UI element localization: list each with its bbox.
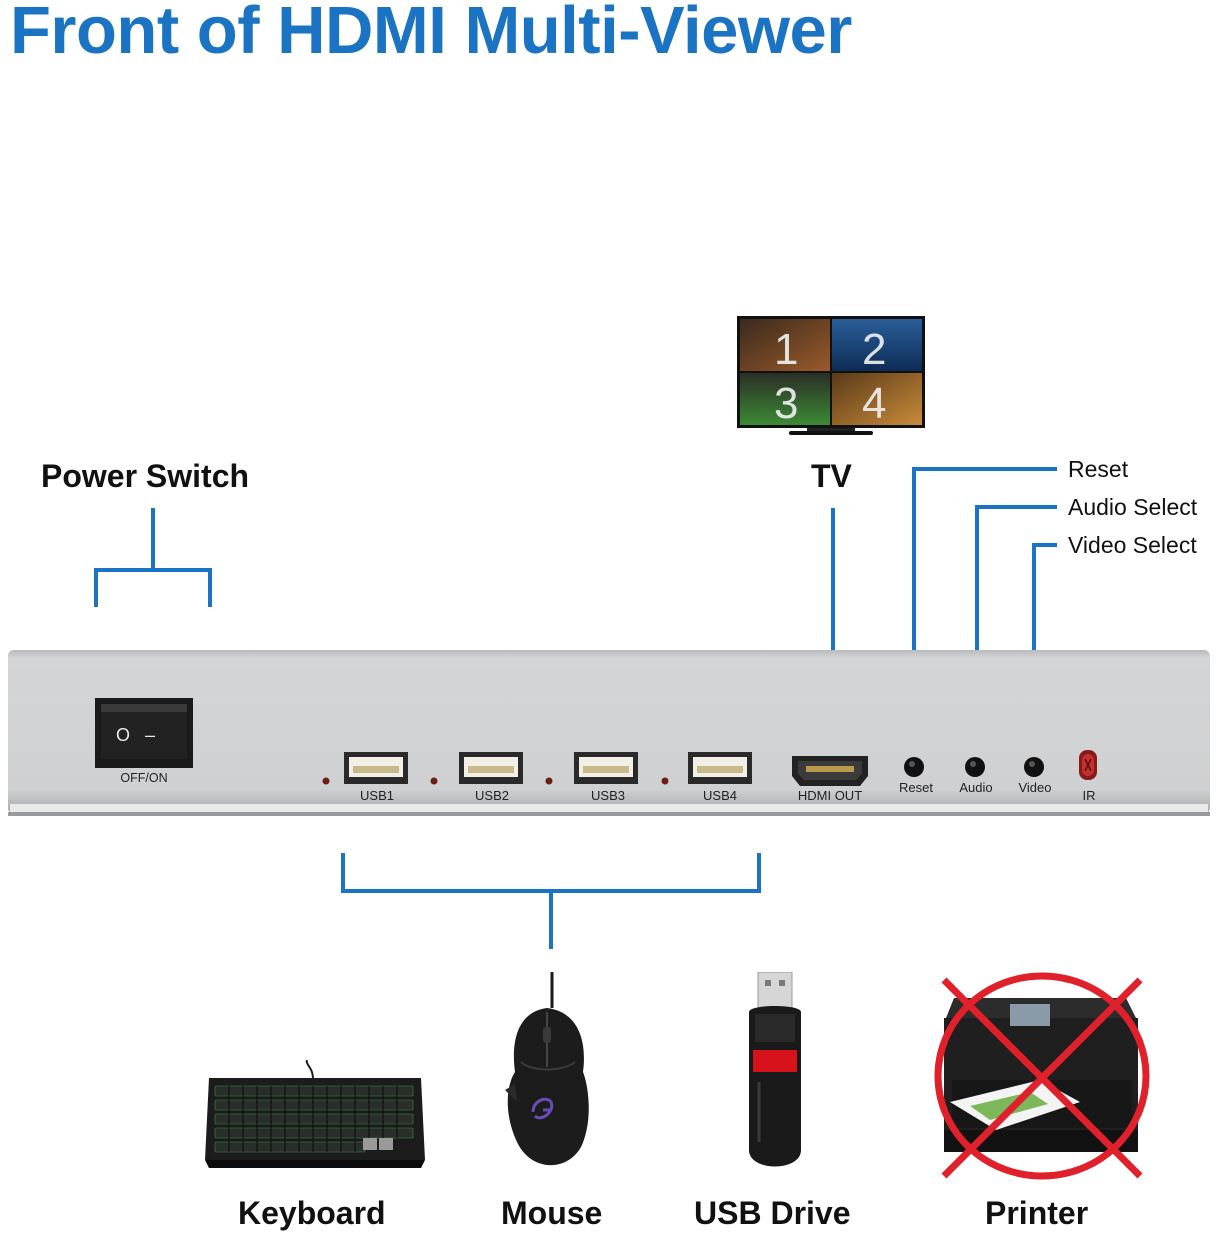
switch-label: OFF/ON: [120, 771, 167, 785]
usb-drive-label: USB Drive: [694, 1195, 851, 1231]
tv-quadrant-2: [832, 319, 922, 371]
usb4-label: USB4: [703, 788, 737, 803]
keyboard-label: Keyboard: [238, 1195, 386, 1231]
reset-button-label: Reset: [899, 780, 933, 795]
mouse-icon: [505, 972, 589, 1166]
audio-select-callout-label: Audio Select: [1068, 494, 1198, 520]
usb-port-3[interactable]: [545, 752, 639, 785]
reset-callout-label: Reset: [1068, 456, 1129, 482]
audio-leader: [975, 505, 1057, 717]
power-switch-label: Power Switch: [41, 458, 250, 494]
tv-quadrant-3: [740, 373, 830, 425]
video-button-label: Video: [1018, 780, 1051, 795]
tv-quadrant-4: [832, 373, 922, 425]
usb-port-1[interactable]: [322, 752, 409, 785]
printer-body: [944, 998, 1138, 1152]
hdmi-out-port[interactable]: [792, 756, 868, 786]
usb-port-2[interactable]: [430, 752, 524, 785]
tv-number-4: 4: [862, 379, 886, 428]
ir-label: IR: [1083, 788, 1096, 803]
tv-quadrant-1: [740, 319, 830, 371]
usb3-label: USB3: [591, 788, 625, 803]
video-select-callout-label: Video Select: [1068, 532, 1197, 558]
power-switch[interactable]: O –: [95, 698, 193, 768]
tv-label: TV: [811, 458, 852, 494]
usb-drive-icon: [749, 972, 801, 1167]
mouse-label: Mouse: [501, 1195, 603, 1231]
usb1-label: USB1: [360, 788, 394, 803]
tv-number-2: 2: [862, 325, 886, 374]
tv-number-1: 1: [774, 325, 798, 374]
tv-icon: 1 2 3 4: [737, 316, 925, 435]
hdmi-out-label: HDMI OUT: [798, 788, 862, 803]
not-supported-cross: [934, 972, 1150, 1180]
printer-icon: [934, 972, 1150, 1180]
power-switch-bracket: [94, 508, 212, 607]
switch-on-symbol: –: [145, 725, 155, 745]
usb-bracket: [341, 853, 761, 949]
reset-button[interactable]: [904, 757, 924, 777]
multiviewer-device: O – OFF/ON USB1 USB2 USB3: [8, 650, 1210, 816]
audio-button[interactable]: [965, 757, 985, 777]
switch-off-symbol: O: [116, 725, 130, 745]
video-button[interactable]: [1024, 757, 1044, 777]
ir-sensor: [1079, 750, 1097, 780]
reset-leader: [912, 467, 1057, 717]
usb-port-4[interactable]: [661, 752, 753, 785]
printer-label: Printer: [985, 1195, 1089, 1231]
audio-button-label: Audio: [959, 780, 992, 795]
keyboard-icon: [205, 1060, 425, 1168]
usb2-label: USB2: [475, 788, 509, 803]
page-title: Front of HDMI Multi-Viewer: [10, 0, 852, 68]
tv-number-3: 3: [774, 379, 798, 428]
